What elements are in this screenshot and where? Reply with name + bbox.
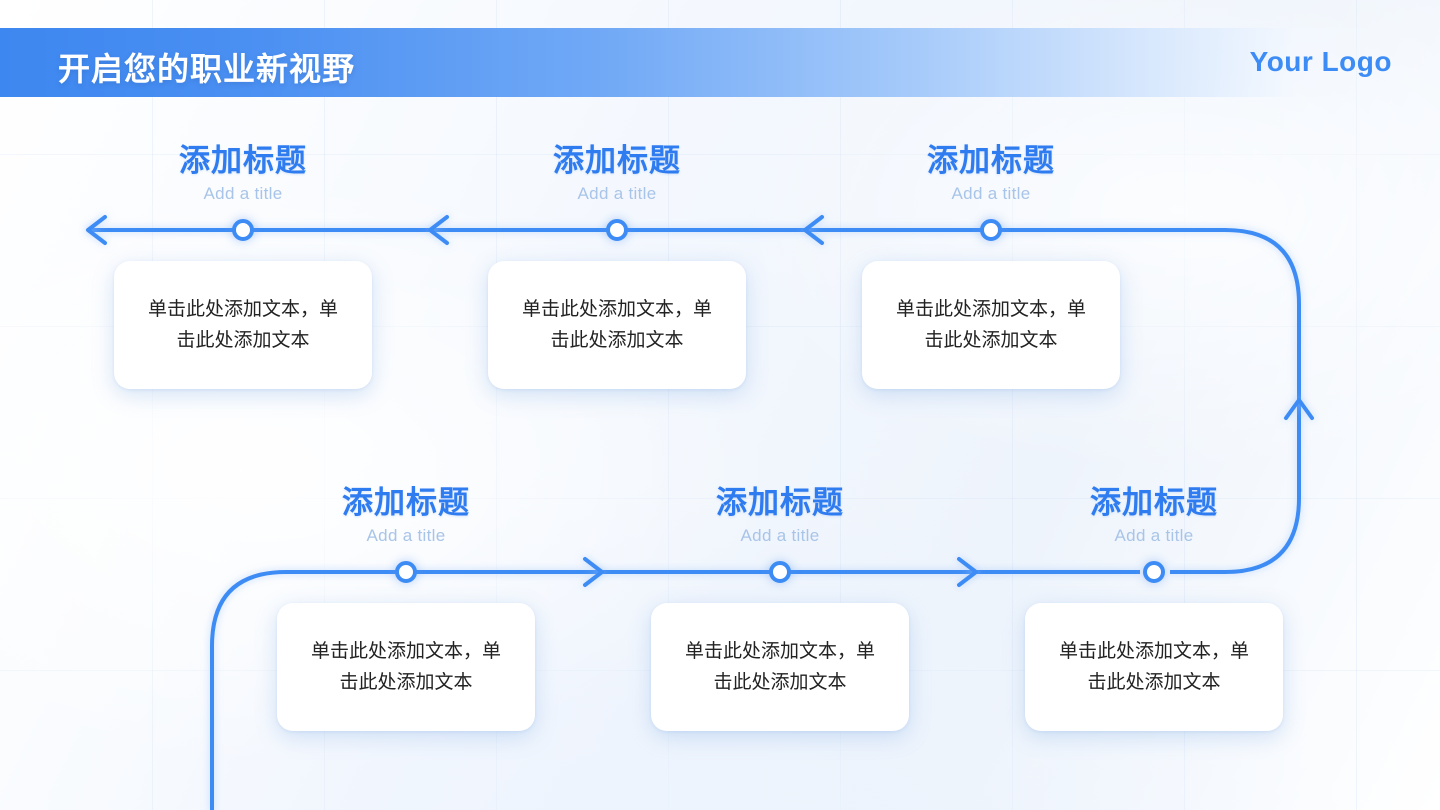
logo-text: Your Logo	[1249, 46, 1392, 77]
step-title-en: Add a title	[740, 526, 820, 546]
timeline-node-top-2[interactable]	[606, 219, 628, 241]
step-title-top-2: 添加标题 Add a title	[553, 143, 681, 204]
arrow-bottom-1	[583, 557, 604, 587]
step-title-bottom-1: 添加标题 Add a title	[342, 485, 470, 546]
timeline-node-bottom-3[interactable]	[1143, 561, 1165, 583]
card-body-text: 单击此处添加文本，单击此处添加文本	[310, 640, 501, 693]
content-card-top-2[interactable]: 单击此处添加文本，单击此处添加文本	[488, 261, 746, 389]
content-card-bottom-3[interactable]: 单击此处添加文本，单击此处添加文本	[1025, 603, 1283, 731]
step-title-cn: 添加标题	[1090, 485, 1218, 520]
step-title-en: Add a title	[366, 526, 446, 546]
card-body-text: 单击此处添加文本，单击此处添加文本	[147, 298, 338, 351]
arrow-bottom-2	[957, 557, 978, 587]
step-title-bottom-3: 添加标题 Add a title	[1090, 485, 1218, 546]
arrow-left-terminus	[86, 215, 107, 245]
step-title-top-3: 添加标题 Add a title	[927, 143, 1055, 204]
step-title-en: Add a title	[951, 184, 1031, 204]
step-title-en: Add a title	[203, 184, 283, 204]
card-body-text: 单击此处添加文本，单击此处添加文本	[895, 298, 1086, 351]
content-card-top-1[interactable]: 单击此处添加文本，单击此处添加文本	[114, 261, 372, 389]
arrow-top-2	[428, 215, 449, 245]
step-title-cn: 添加标题	[927, 143, 1055, 178]
left-exit-curve	[210, 570, 287, 810]
timeline-node-top-3[interactable]	[980, 219, 1002, 241]
step-title-cn: 添加标题	[716, 485, 844, 520]
step-title-cn: 添加标题	[553, 143, 681, 178]
arrow-top-3	[803, 215, 824, 245]
content-card-bottom-1[interactable]: 单击此处添加文本，单击此处添加文本	[277, 603, 535, 731]
step-title-en: Add a title	[1114, 526, 1194, 546]
step-title-cn: 添加标题	[179, 143, 307, 178]
step-title-bottom-2: 添加标题 Add a title	[716, 485, 844, 546]
timeline-node-bottom-2[interactable]	[769, 561, 791, 583]
header-bar	[0, 28, 1440, 97]
content-card-top-3[interactable]: 单击此处添加文本，单击此处添加文本	[862, 261, 1120, 389]
step-title-cn: 添加标题	[342, 485, 470, 520]
timeline-node-top-1[interactable]	[232, 219, 254, 241]
card-body-text: 单击此处添加文本，单击此处添加文本	[684, 640, 875, 693]
content-card-bottom-2[interactable]: 单击此处添加文本，单击此处添加文本	[651, 603, 909, 731]
step-title-en: Add a title	[577, 184, 657, 204]
step-title-top-1: 添加标题 Add a title	[179, 143, 307, 204]
page-title: 开启您的职业新视野	[58, 51, 356, 87]
card-body-text: 单击此处添加文本，单击此处添加文本	[521, 298, 712, 351]
card-body-text: 单击此处添加文本，单击此处添加文本	[1058, 640, 1249, 693]
timeline-node-bottom-1[interactable]	[395, 561, 417, 583]
arrow-up-right	[1284, 398, 1314, 420]
